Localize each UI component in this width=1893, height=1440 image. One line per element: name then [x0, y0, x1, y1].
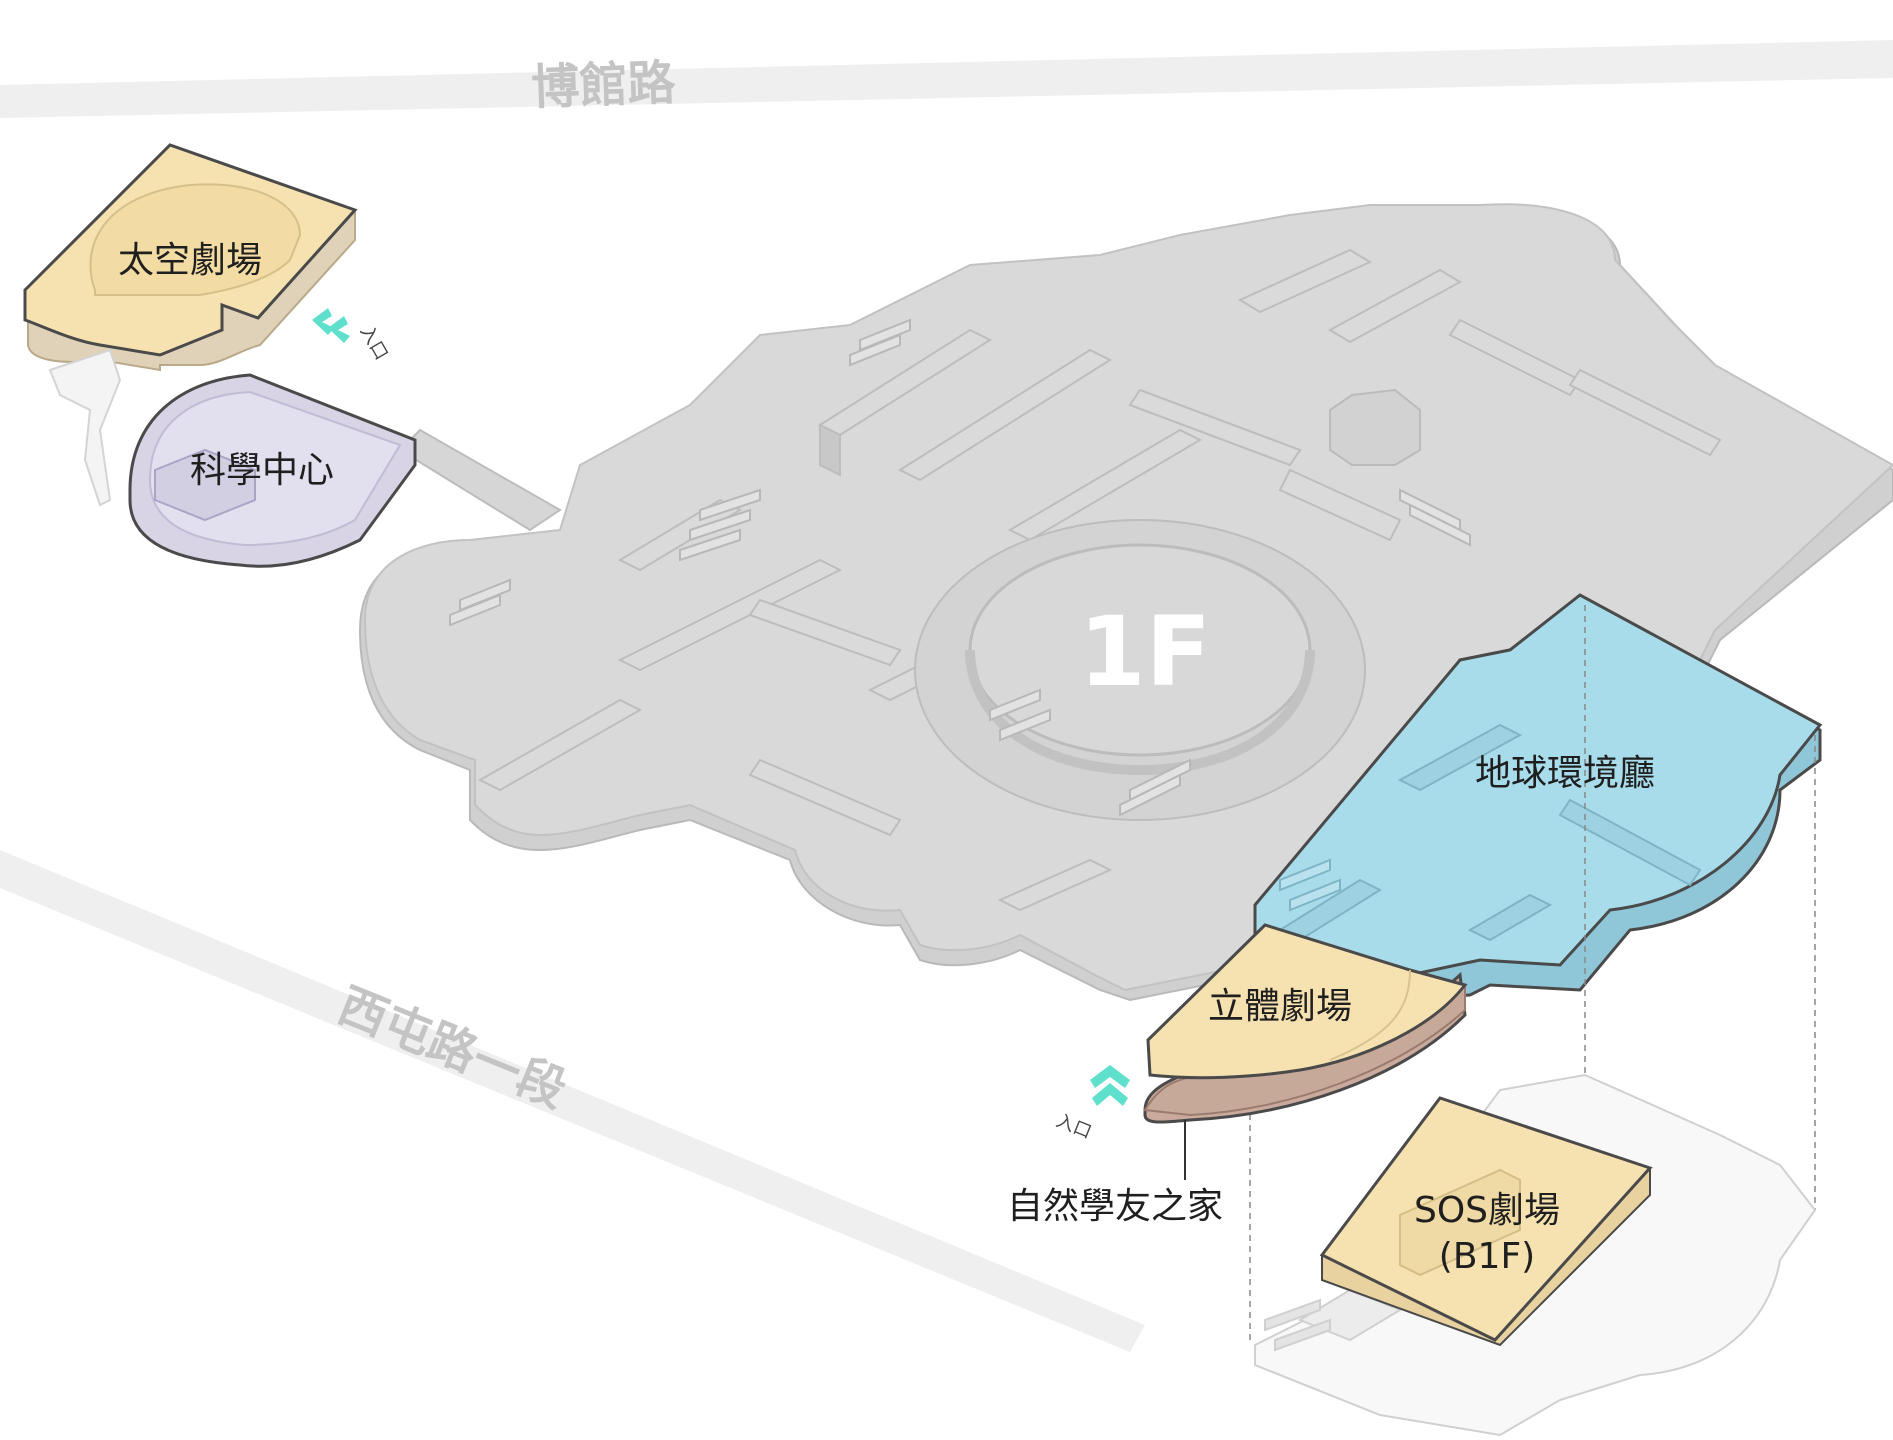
stairs [449, 318, 1471, 817]
road-north [0, 40, 1893, 118]
space-theater-area[interactable]: 太空劇場 [23, 143, 358, 372]
sos-theater-label-line1: SOS劇場 [1414, 1190, 1560, 1231]
science-center-label: 科學中心 [190, 450, 334, 491]
sos-theater-area[interactable]: SOS劇場 (B1F) [1319, 1096, 1653, 1347]
south-entrance[interactable]: 入口 [1053, 1065, 1130, 1143]
road-label-south: 西屯路一段 [331, 977, 575, 1119]
nature-friends-label: 自然學友之家 [1007, 1186, 1223, 1227]
science-center-area[interactable]: 科學中心 [128, 373, 417, 568]
sos-theater-label-line2: (B1F) [1439, 1236, 1535, 1277]
space-theater-label: 太空劇場 [118, 240, 262, 281]
corridor [48, 348, 562, 532]
north-entrance[interactable]: 入口 [312, 308, 392, 364]
road-south [0, 850, 1145, 1352]
entrance-arrow-icon [1092, 1083, 1128, 1106]
entrance-arrow-icon [328, 316, 350, 343]
earth-hall-area[interactable]: 地球環境廳 [1249, 593, 1823, 1345]
south-entrance-label: 入口 [1053, 1110, 1094, 1143]
north-entrance-label: 入口 [356, 322, 392, 364]
earth-hall-label: 地球環境廳 [1475, 753, 1655, 794]
road-label-north: 博館路 [530, 55, 677, 116]
stereo-theater-area[interactable]: 立體劇場 [1146, 923, 1468, 1080]
stereo-theater-label: 立體劇場 [1208, 986, 1352, 1027]
entrance-arrow-icon [312, 308, 334, 335]
floor-label-1f: 1F [1079, 596, 1211, 708]
entrance-arrow-icon [1090, 1065, 1130, 1088]
